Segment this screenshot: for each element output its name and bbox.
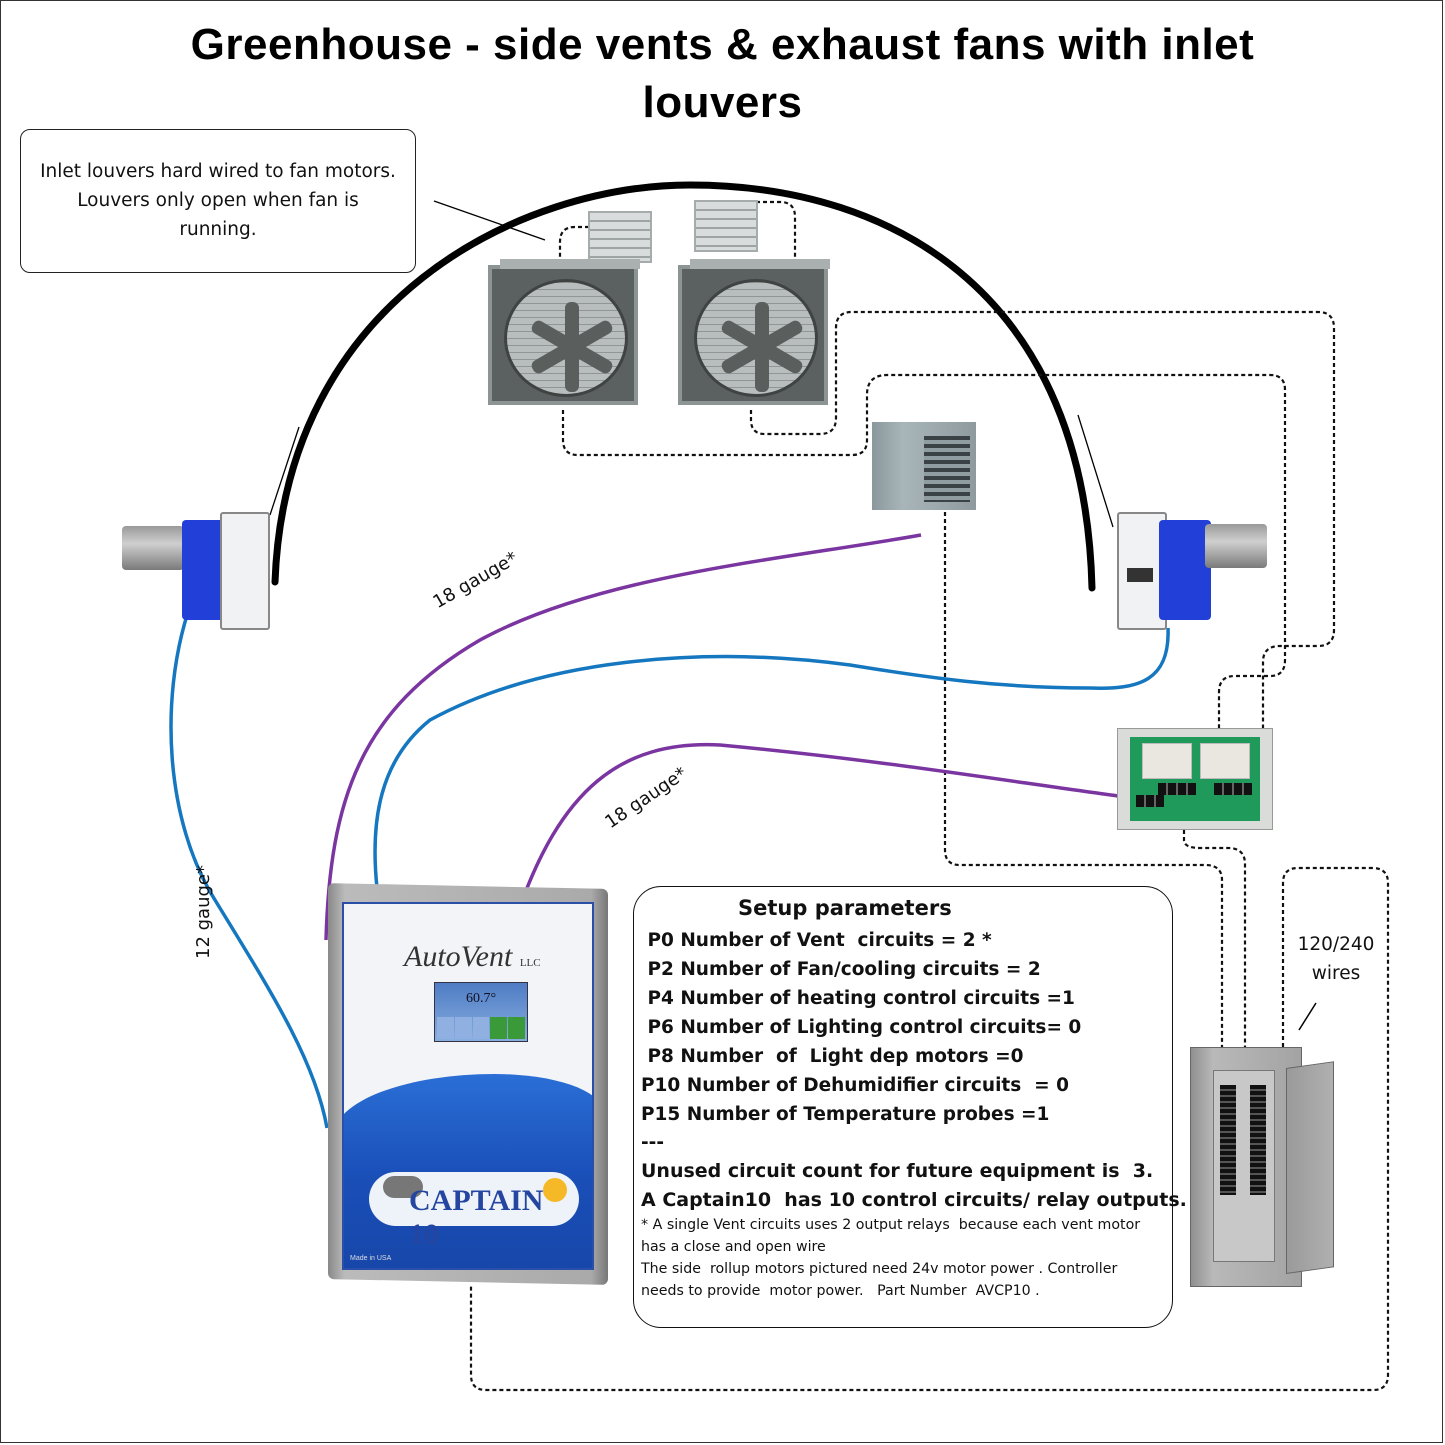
setup-note: The side rollup motors pictured need 24v…: [641, 1261, 1118, 1277]
motor-can-icon: [1205, 524, 1267, 568]
terminal-block-icon: [1136, 795, 1164, 807]
fan2-power-wire: [749, 310, 1336, 728]
inlet-louver-2: [694, 200, 758, 252]
param-p10: P10 Number of Dehumidifier circuits = 0: [641, 1075, 1069, 1096]
status-cell: [437, 1017, 454, 1039]
controller-touchscreen[interactable]: 60.7°: [434, 982, 528, 1042]
made-in-label: Made in USA: [350, 1255, 392, 1262]
model-label: CAPTAIN 10: [409, 1184, 544, 1251]
left-vent-line: [269, 426, 300, 516]
greenhouse-arch: [271, 181, 1096, 592]
exhaust-fan-1: [488, 259, 640, 405]
brand-suffix: LLC: [519, 957, 541, 969]
param-p2: P2 Number of Fan/cooling circuits = 2: [641, 959, 1041, 980]
controller-face: AutoVent LLC 60.7° CAPTAIN 10 Made in US…: [342, 902, 594, 1270]
right-vent-line: [1077, 414, 1114, 528]
status-cell: [490, 1017, 508, 1039]
panel-interior: [1213, 1070, 1275, 1262]
right-rollup-motor: [1115, 510, 1275, 635]
relay-circuit-board: [1130, 737, 1260, 821]
left-rollup-motor: [120, 510, 275, 635]
callout-line: Inlet louvers hard wired to fan motors.: [40, 161, 396, 182]
controller-brand: AutoVent LLC: [404, 940, 541, 974]
motor-gearbox-icon: [1159, 520, 1211, 620]
fan1-power-wire: [561, 373, 1287, 728]
cloud-icon: [383, 1176, 423, 1198]
param-separator: ---: [641, 1132, 665, 1153]
param-p6: P6 Number of Lighting control circuits= …: [641, 1017, 1082, 1038]
brand-name: AutoVent: [404, 940, 513, 973]
louver2-to-fan-wire: [735, 200, 797, 270]
inlet-louver-1: [588, 211, 652, 263]
callout-line: running.: [179, 219, 257, 240]
panel-label-pointer: [1298, 1002, 1317, 1031]
callout-line: Louvers only open when fan is: [77, 190, 359, 211]
captain10-controller: AutoVent LLC 60.7° CAPTAIN 10 Made in US…: [328, 883, 608, 1285]
louver-callout-text: Inlet louvers hard wired to fan motors. …: [20, 157, 416, 244]
diagram-title-line1: Greenhouse - side vents & exhaust fans w…: [190, 20, 1255, 69]
heater-power-wire: [943, 505, 1224, 1047]
setup-parameters-box: [633, 886, 1173, 1328]
callout-pointer: [433, 200, 546, 241]
motor-can-icon: [122, 526, 184, 570]
power-wiring: [469, 200, 1390, 1392]
relay-signal-wire: [515, 742, 1119, 916]
exhaust-fan-2: [678, 259, 830, 405]
relay-to-panel-wire: [1182, 830, 1247, 1047]
louver1-to-fan-wire: [558, 225, 596, 272]
captain10-logo: CAPTAIN 10: [369, 1172, 579, 1251]
setup-note: has a close and open wire: [641, 1239, 826, 1255]
controller-wave-graphic: [344, 1074, 592, 1268]
power-wires-label-line1: 120/240: [1297, 934, 1375, 955]
terminal-block-icon: [1214, 783, 1252, 795]
power-wires-label: 120/240 wires: [1288, 930, 1384, 988]
screen-temperature: 60.7°: [465, 991, 497, 1006]
heater-signal-wire: [324, 533, 922, 941]
heater-grill-icon: [924, 436, 970, 502]
panel-supply-wire: [469, 866, 1390, 1392]
relay-icon: [1142, 743, 1192, 779]
unused-circuits-summary: Unused circuit count for future equipmen…: [641, 1160, 1154, 1182]
param-p15: P15 Number of Temperature probes =1: [641, 1104, 1050, 1125]
relay-box: [1117, 728, 1273, 830]
unit-heater: [872, 422, 976, 510]
fan-housing-top: [500, 259, 640, 269]
screen-status-grid: [437, 1017, 525, 1039]
status-cell: [454, 1017, 472, 1039]
breaker-panel-door: [1286, 1061, 1334, 1274]
param-p0: P0 Number of Vent circuits = 2 *: [641, 930, 992, 951]
left-motor-wire: [169, 611, 329, 1129]
motor-wiring: [169, 611, 1170, 1129]
param-p8: P8 Number of Light dep motors =0: [641, 1046, 1024, 1067]
setup-title: Setup parameters: [738, 896, 952, 920]
sun-icon: [543, 1178, 567, 1202]
breaker-column-icon: [1220, 1085, 1236, 1195]
louver-callout-box: [20, 129, 416, 273]
breaker-column-icon: [1250, 1085, 1266, 1195]
relay-icon: [1200, 743, 1250, 779]
captain10-capacity-summary: A Captain10 has 10 control circuits/ rel…: [641, 1189, 1187, 1211]
fan-guard-icon: [694, 279, 818, 397]
status-cell: [508, 1017, 525, 1039]
power-wires-label-line2: wires: [1311, 963, 1361, 984]
fan-guard-icon: [504, 279, 628, 397]
setup-note: needs to provide motor power. Part Numbe…: [641, 1283, 1040, 1299]
motor-mount-plate: [220, 512, 270, 630]
diagram-title-line2: louvers: [642, 78, 803, 127]
status-cell: [472, 1017, 490, 1039]
param-p4: P4 Number of heating control circuits =1: [641, 988, 1075, 1009]
signal-wiring: [324, 533, 1119, 941]
right-motor-wire: [373, 627, 1170, 889]
setup-note: * A single Vent circuits uses 2 output r…: [641, 1217, 1141, 1233]
motor-shaft-icon: [1127, 568, 1153, 582]
12-gauge-label: 12 gauge*: [193, 865, 214, 959]
terminal-block-icon: [1158, 783, 1196, 795]
fan-housing-top: [690, 259, 830, 269]
